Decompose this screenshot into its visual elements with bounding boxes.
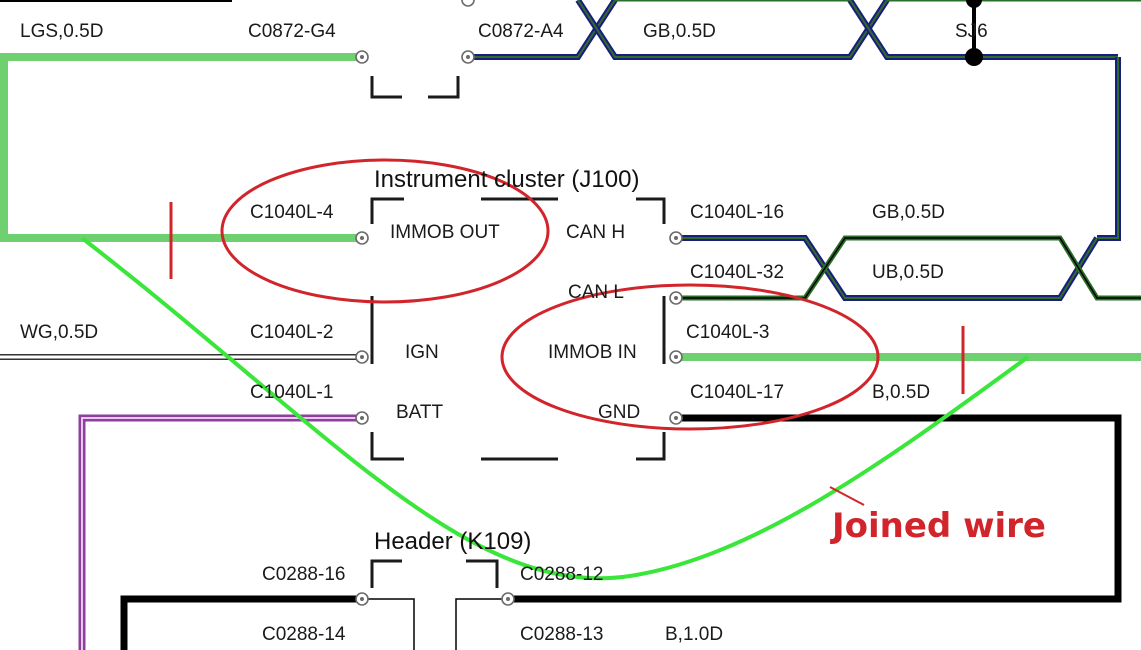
connector-label-c1040l-4: C1040L-4: [250, 202, 334, 223]
c0872-connector-outline: [370, 76, 460, 99]
connector-label-c0872-a4: C0872-A4: [478, 21, 564, 42]
wire-label-ub-mid: UB,0.5D: [872, 262, 944, 283]
pin-c1040l-2: [355, 350, 369, 364]
wire-label-b-05: B,0.5D: [872, 382, 930, 403]
wire-label-gb-top: GB,0.5D: [643, 21, 716, 42]
connector-label-c0288-12: C0288-12: [520, 564, 603, 585]
highlight-ellipse-immob-out: [220, 158, 550, 304]
pin-c0288-16: [355, 592, 369, 606]
connector-label-c1040l-32: C1040L-32: [690, 262, 784, 283]
can-twisted-pair: [680, 235, 1141, 301]
wire-label-gb-mid: GB,0.5D: [872, 202, 945, 223]
right-vertical-blue-wire: [1097, 57, 1121, 241]
splice-label-sj6: SJ6: [955, 21, 988, 42]
connector-label-c0288-13: C0288-13: [520, 624, 603, 645]
instrument-cluster-outline: [370, 197, 666, 461]
gnd-wire: [510, 414, 1122, 603]
connector-label-c1040l-16: C1040L-16: [690, 202, 784, 223]
header-outline: [370, 559, 499, 588]
pin-label-batt: BATT: [396, 402, 444, 423]
instrument-cluster-title: Instrument cluster (J100): [374, 166, 639, 193]
highlight-ellipse-immob-in: [500, 283, 880, 431]
pin-c1040l-32: [669, 291, 683, 305]
joined-wire-annotation: Joined wire: [830, 506, 1046, 546]
header-title: Header (K109): [374, 528, 531, 555]
pin-c0872-a4: [461, 50, 475, 64]
pin-c0872-g4: [355, 50, 369, 64]
lgs-wire: [0, 53, 360, 242]
pin-c1040l-17: [669, 411, 683, 425]
pin-label-immob-in: IMMOB IN: [548, 342, 637, 363]
connector-label-c0288-16: C0288-16: [262, 564, 345, 585]
wire-label-wg: WG,0.5D: [20, 322, 98, 343]
pin-c0872-top: [461, 0, 475, 7]
pin-label-can-l: CAN L: [568, 282, 624, 303]
header-internal-line-left: [362, 598, 415, 650]
header-internal-line-right: [455, 598, 508, 650]
pin-c1040l-3: [669, 350, 683, 364]
splice-sj6-dot: [965, 48, 983, 66]
connector-label-c1040l-17: C1040L-17: [690, 382, 784, 403]
splice-sj6-dot-top: [966, 0, 982, 8]
connector-label-c0288-14: C0288-14: [262, 624, 346, 645]
joined-wire-pointer: [829, 486, 865, 506]
pin-c1040l-4: [355, 231, 369, 245]
connector-label-c1040l-2: C1040L-2: [250, 322, 333, 343]
top-twisted-pair: [470, 0, 1141, 60]
wire-label-b-10: B,1.0D: [665, 624, 723, 645]
joined-wire: [80, 236, 1030, 581]
connector-label-c1040l-1: C1040L-1: [250, 382, 333, 403]
pin-label-ign: IGN: [405, 342, 439, 363]
pin-c1040l-1: [355, 411, 369, 425]
connector-label-c0872-g4: C0872-G4: [248, 21, 336, 42]
pin-c0288-12: [501, 592, 515, 606]
header-left-wire: [120, 595, 358, 650]
pin-c1040l-16: [669, 231, 683, 245]
pin-label-can-h: CAN H: [566, 222, 625, 243]
wire-label-lgs: LGS,0.5D: [20, 21, 103, 42]
pin-label-gnd: GND: [598, 402, 640, 423]
batt-wire: [78, 414, 358, 650]
pin-label-immob-out: IMMOB OUT: [390, 222, 500, 243]
connector-label-c1040l-3: C1040L-3: [686, 322, 769, 343]
